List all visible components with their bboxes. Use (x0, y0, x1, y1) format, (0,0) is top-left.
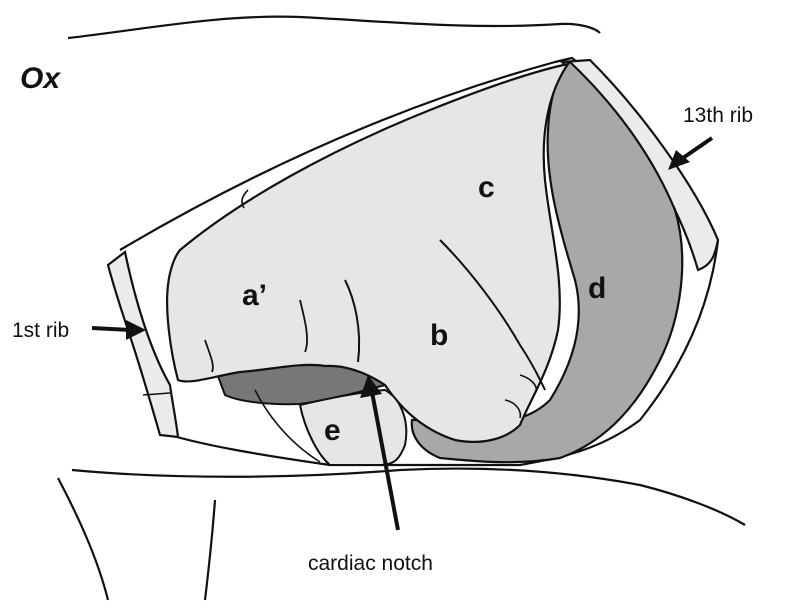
foreleg-contour-inner (205, 500, 215, 600)
lower-body-contour (72, 469, 745, 525)
label-cardiac-notch: cardiac notch (308, 552, 433, 575)
label-lobe-e: e (324, 414, 341, 447)
label-1st-rib: 1st rib (12, 319, 69, 342)
diagram-title: Ox (20, 62, 61, 95)
first-rib (108, 252, 178, 437)
lobe-e (300, 390, 406, 465)
foreleg-contour (58, 478, 108, 600)
label-13th-rib: 13th rib (683, 104, 753, 127)
label-lobe-b: b (430, 319, 448, 352)
label-lobe-a-prime: a’ (242, 279, 267, 312)
label-lobe-c: c (478, 171, 495, 204)
label-lobe-d: d (588, 272, 606, 305)
spine-contour (68, 17, 600, 38)
arrow-13th-rib (668, 138, 712, 170)
